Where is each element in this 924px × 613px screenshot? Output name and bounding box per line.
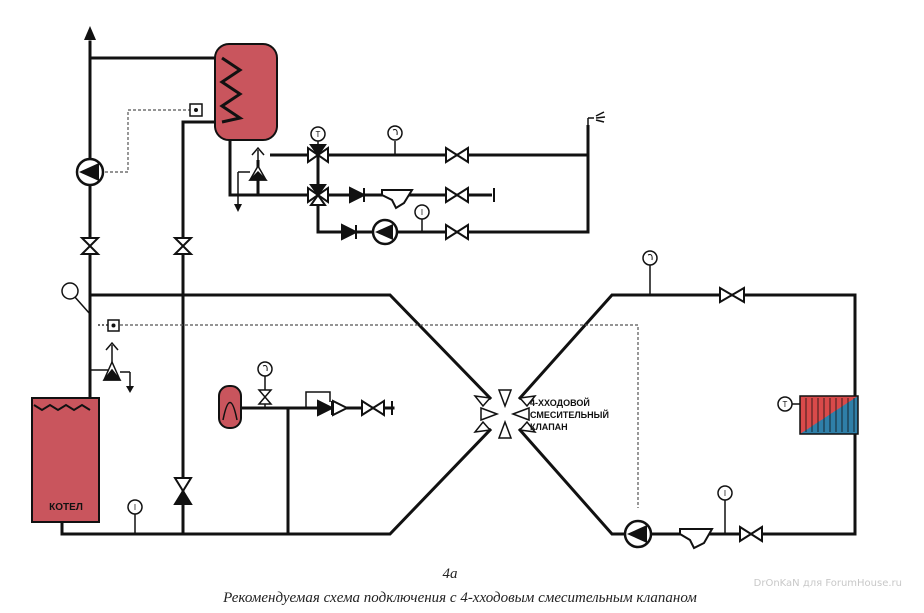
storage-tank [214,43,278,141]
svg-text:T: T [783,400,788,409]
gauge-icon-boiler-return [127,499,143,515]
strainers [381,189,714,550]
boiler-safety-valve-icon [90,341,134,393]
expansion-tank [218,385,242,429]
gauge-icon-return-right [717,485,733,501]
radiator-circuit-pump [623,519,653,549]
valve-radiator-return [739,525,763,543]
thermometer-icon-radiator [777,396,793,412]
mixing-valve-label-2: СМЕСИТЕЛЬНЫЙ [530,409,609,420]
dhw-three-way-valves [307,144,329,206]
figure-number: 4а [442,566,458,582]
valve-riser [79,237,101,255]
valve-radiator-supply [719,286,745,304]
valve-cold-in [445,186,469,204]
strainer-dhw [381,189,414,210]
dhw-pipes [228,125,590,234]
tank-coil [219,56,244,124]
check-valves [317,186,367,417]
boiler-thermometer-icon [61,282,91,315]
gauges: T I I I T [127,125,800,534]
control-lines [105,109,639,508]
boiler: КОТЕЛ [31,397,100,523]
valve-return [172,237,194,255]
outlet-arrow-icon [84,26,96,40]
circulation-pump-left [75,157,105,187]
tank-safety-valve-icon [234,146,268,212]
svg-text:I: I [421,208,423,217]
thermometer-icon-dhw [310,126,326,142]
four-way-mixing-valve [473,389,537,439]
valve-recirc [445,223,469,241]
supply-pipe-upper [88,293,493,401]
return-pipe-lower [60,427,493,536]
pressure-gauge-icon-expansion [257,361,273,377]
pressure-gauge-icon-supply [642,250,658,266]
strainer-radiator [679,528,714,550]
radiator [799,395,859,435]
svg-text:I: I [134,503,136,512]
gate-valves [79,146,763,543]
dhw-recirculation-pump [371,218,399,246]
supply-pipe-right [517,293,857,402]
boiler-label: КОТЕЛ [49,502,83,513]
figure-caption: Рекомендуемая схема подключения с 4-хход… [223,590,697,606]
valve-hot-out [445,146,469,164]
gauge-icon-recirc [414,204,430,220]
main-pipes [60,40,857,536]
svg-text:I: I [724,489,726,498]
mixing-valve-label-3: КЛАПАН [530,422,568,432]
shower-head-icon [587,111,606,125]
expansion-branch-pipe [286,406,395,536]
return-pipe-right [517,427,857,536]
watermark: DrOnKaN для ForumHouse.ru [753,578,902,589]
tank-return-pipe [181,120,220,536]
svg-text:T: T [316,130,321,139]
valve-makeup [361,399,385,417]
mixing-valve-label-1: 4-ХХОДОВОЙ [530,397,590,408]
pressure-gauge-icon-dhw [387,125,403,141]
